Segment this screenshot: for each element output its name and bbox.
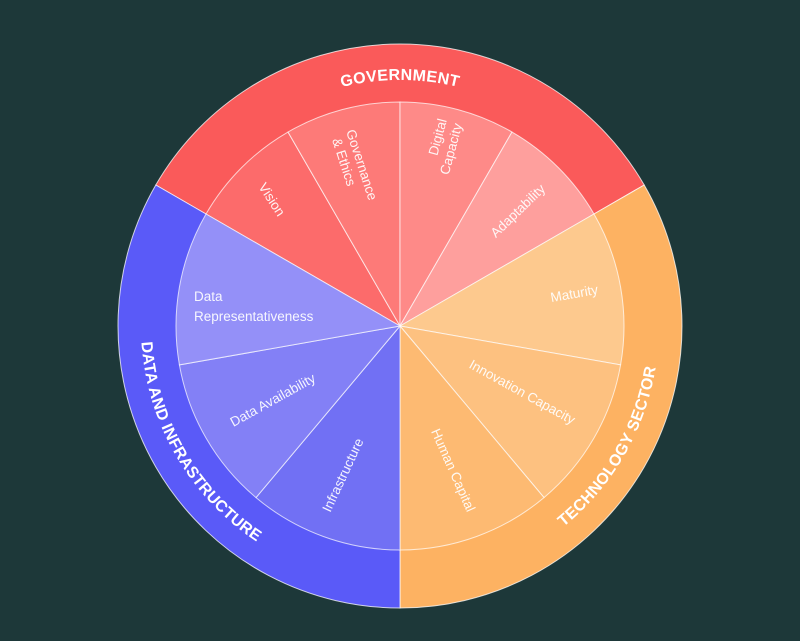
segment-label-line: Data: [194, 289, 223, 304]
segment-data-availability: [178, 325, 402, 499]
segment-innovation-capacity: [398, 325, 622, 499]
segment-infrastructure: [255, 324, 401, 551]
segment-adaptability: [398, 131, 595, 328]
inner-ring: [175, 101, 625, 551]
segment-maturity: [398, 213, 625, 366]
group-label-government: GOVERNMENT: [339, 67, 461, 91]
segment-data-representativeness: [175, 213, 402, 366]
group-label-government-text: GOVERNMENT: [339, 67, 461, 91]
segment-label-line: Representativeness: [194, 309, 314, 324]
segment-vision: [205, 131, 402, 328]
segment-governance-ethics: [287, 101, 401, 328]
segment-label-data-representativeness: Data Representativeness: [194, 289, 314, 324]
segment-digital-capacity: [399, 101, 513, 328]
segment-human-capital: [399, 324, 545, 551]
